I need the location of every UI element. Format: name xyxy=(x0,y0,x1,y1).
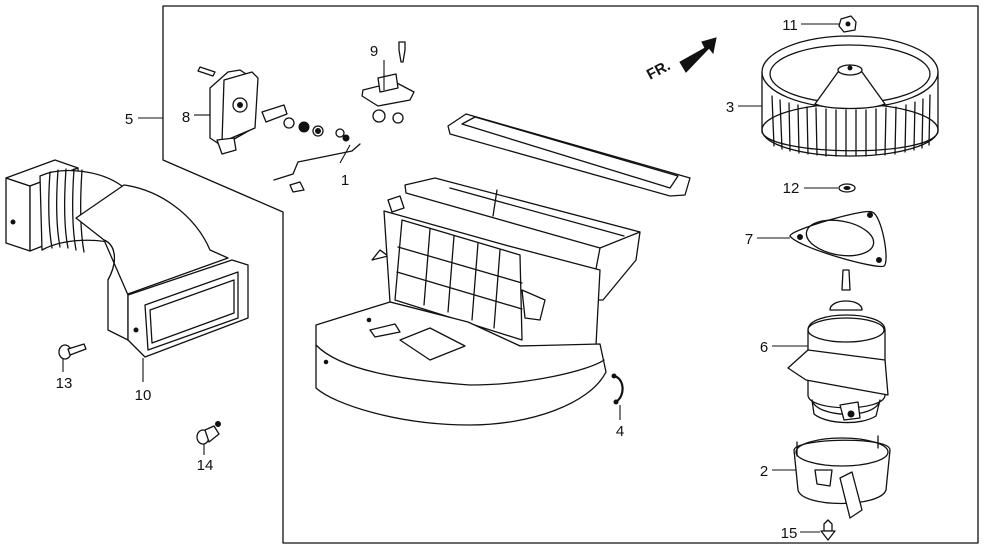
callout-14[interactable]: 14 xyxy=(197,457,214,474)
callout-1[interactable]: 1 xyxy=(341,172,349,189)
part-nut[interactable] xyxy=(838,15,857,33)
part-top-seal[interactable] xyxy=(447,113,691,197)
callout-8[interactable]: 8 xyxy=(182,109,190,126)
part-retaining-band[interactable] xyxy=(793,435,891,519)
part-resistor[interactable] xyxy=(361,41,415,124)
callout-2[interactable]: 2 xyxy=(760,463,768,480)
callout-labels: 1 2 3 4 5 6 7 8 9 10 11 12 13 14 15 xyxy=(56,17,800,542)
part-washer[interactable] xyxy=(838,183,856,193)
part-link-rod[interactable] xyxy=(273,143,361,193)
fan-blades xyxy=(771,94,931,157)
part-screw-15[interactable] xyxy=(820,519,836,541)
part-control-motor[interactable] xyxy=(197,66,350,155)
part-screw-13[interactable] xyxy=(58,343,87,360)
part-clip-4[interactable] xyxy=(611,373,624,405)
front-direction-indicator: FR. xyxy=(644,37,717,84)
callout-11[interactable]: 11 xyxy=(782,17,798,34)
callout-15[interactable]: 15 xyxy=(781,525,798,542)
part-air-duct[interactable] xyxy=(5,159,249,358)
part-fan-wheel[interactable] xyxy=(761,35,939,157)
front-label: FR. xyxy=(644,57,673,83)
part-gasket[interactable] xyxy=(789,210,887,268)
assembly-border xyxy=(162,5,979,544)
callout-13[interactable]: 13 xyxy=(56,375,73,392)
part-blower-motor[interactable] xyxy=(787,269,889,424)
arrow-up-right-icon xyxy=(679,37,717,73)
callout-10[interactable]: 10 xyxy=(135,387,152,404)
callout-4[interactable]: 4 xyxy=(616,423,624,440)
callout-12[interactable]: 12 xyxy=(783,180,800,197)
callout-3[interactable]: 3 xyxy=(726,99,734,116)
callout-6[interactable]: 6 xyxy=(760,339,768,356)
part-blower-housing[interactable] xyxy=(315,177,641,426)
leader-lines xyxy=(62,23,839,533)
callout-5[interactable]: 5 xyxy=(125,111,133,128)
part-clip-14[interactable] xyxy=(196,421,221,445)
callout-9[interactable]: 9 xyxy=(370,43,378,60)
callout-7[interactable]: 7 xyxy=(745,231,753,248)
housing-grille xyxy=(396,228,523,329)
